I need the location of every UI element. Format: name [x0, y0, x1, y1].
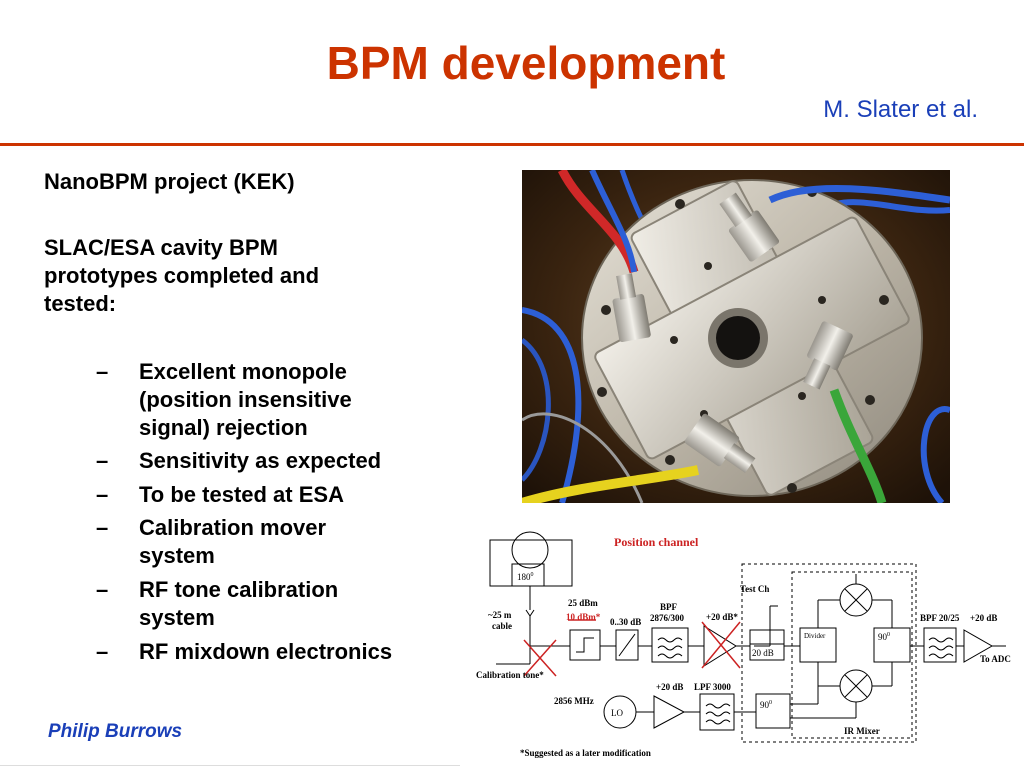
body-line-slac-2: prototypes completed and — [44, 263, 320, 288]
bpf2-label: BPF 20/25 — [920, 613, 960, 623]
bullet-marker: – — [96, 515, 109, 540]
slide-title: BPM development — [326, 37, 726, 89]
test-channel-label: Test Ch — [740, 584, 769, 594]
footnote: *Suggested as a later modification — [520, 748, 651, 758]
bullet-line: (position insensitive — [139, 387, 352, 412]
bullet-line: Excellent monopole — [139, 359, 347, 384]
bullet-item: – Calibration mover system — [96, 514, 456, 570]
body-line-slac-3: tested: — [44, 291, 117, 316]
bullet-item: – Excellent monopole (position insensiti… — [96, 358, 456, 442]
bullet-marker: – — [96, 639, 109, 664]
lpf-label: LPF 3000 — [694, 682, 731, 692]
bullet-marker: – — [96, 448, 109, 473]
phase-90b-label: 900 — [760, 700, 772, 710]
bullet-line: To be tested at ESA — [139, 482, 344, 507]
phase-90-label: 900 — [878, 632, 890, 642]
bullet-line: signal) rejection — [139, 415, 308, 440]
cable-label-2: cable — [492, 621, 512, 631]
bullet-line: system — [139, 543, 215, 568]
dbm10-label: 10 dBm* — [566, 612, 601, 622]
title-divider — [0, 143, 1024, 146]
cable-label-1: ~25 m — [488, 610, 512, 620]
bpf1-label-2: 2876/300 — [650, 613, 685, 623]
position-channel-diagram: Position channel 1800 ~25 m cable Calibr… — [476, 531, 1011, 758]
amp3-label: +20 dB — [656, 682, 683, 692]
cavity-bpm-photo — [522, 170, 950, 503]
bullet-line: Sensitivity as expected — [139, 448, 382, 473]
presenter-name: Philip Burrows — [48, 721, 183, 742]
bullet-line: system — [139, 605, 215, 630]
lo-frequency-label: 2856 MHz — [554, 696, 594, 706]
bullet-marker: – — [96, 359, 109, 384]
bullet-item: – Sensitivity as expected — [96, 447, 456, 475]
lo-label: LO — [611, 708, 623, 718]
bullet-line: Calibration mover — [139, 515, 327, 540]
attenuator-label: 0..30 dB — [610, 617, 641, 627]
bottom-line — [0, 765, 460, 766]
bullet-marker: – — [96, 577, 109, 602]
amp2-label: +20 dB — [970, 613, 997, 623]
divider-label: Divider — [804, 632, 826, 640]
phase-180-label: 1800 — [517, 572, 534, 582]
calibration-tone-label: Calibration tone* — [476, 670, 544, 680]
bullet-item: – RF tone calibration system — [96, 576, 456, 632]
bullet-item: – RF mixdown electronics — [96, 638, 456, 666]
bullet-marker: – — [96, 482, 109, 507]
dbm25-label: 25 dBm — [568, 598, 598, 608]
amp1-label: +20 dB* — [706, 612, 738, 622]
bullet-item: – To be tested at ESA — [96, 481, 456, 509]
to-adc-label: To ADC — [980, 654, 1011, 664]
bullet-line: RF tone calibration — [139, 577, 339, 602]
body-line-slac-1: SLAC/ESA cavity BPM — [44, 235, 278, 260]
bullet-line: RF mixdown electronics — [139, 639, 393, 664]
body-line-nanobpm: NanoBPM project (KEK) — [44, 169, 295, 194]
db20-label: 20 dB — [752, 648, 774, 658]
diagram-title: Position channel — [614, 535, 699, 549]
bpf1-label-1: BPF — [660, 602, 678, 612]
ir-mixer-label: IR Mixer — [844, 726, 880, 736]
author-credit: M. Slater et al. — [823, 96, 978, 123]
